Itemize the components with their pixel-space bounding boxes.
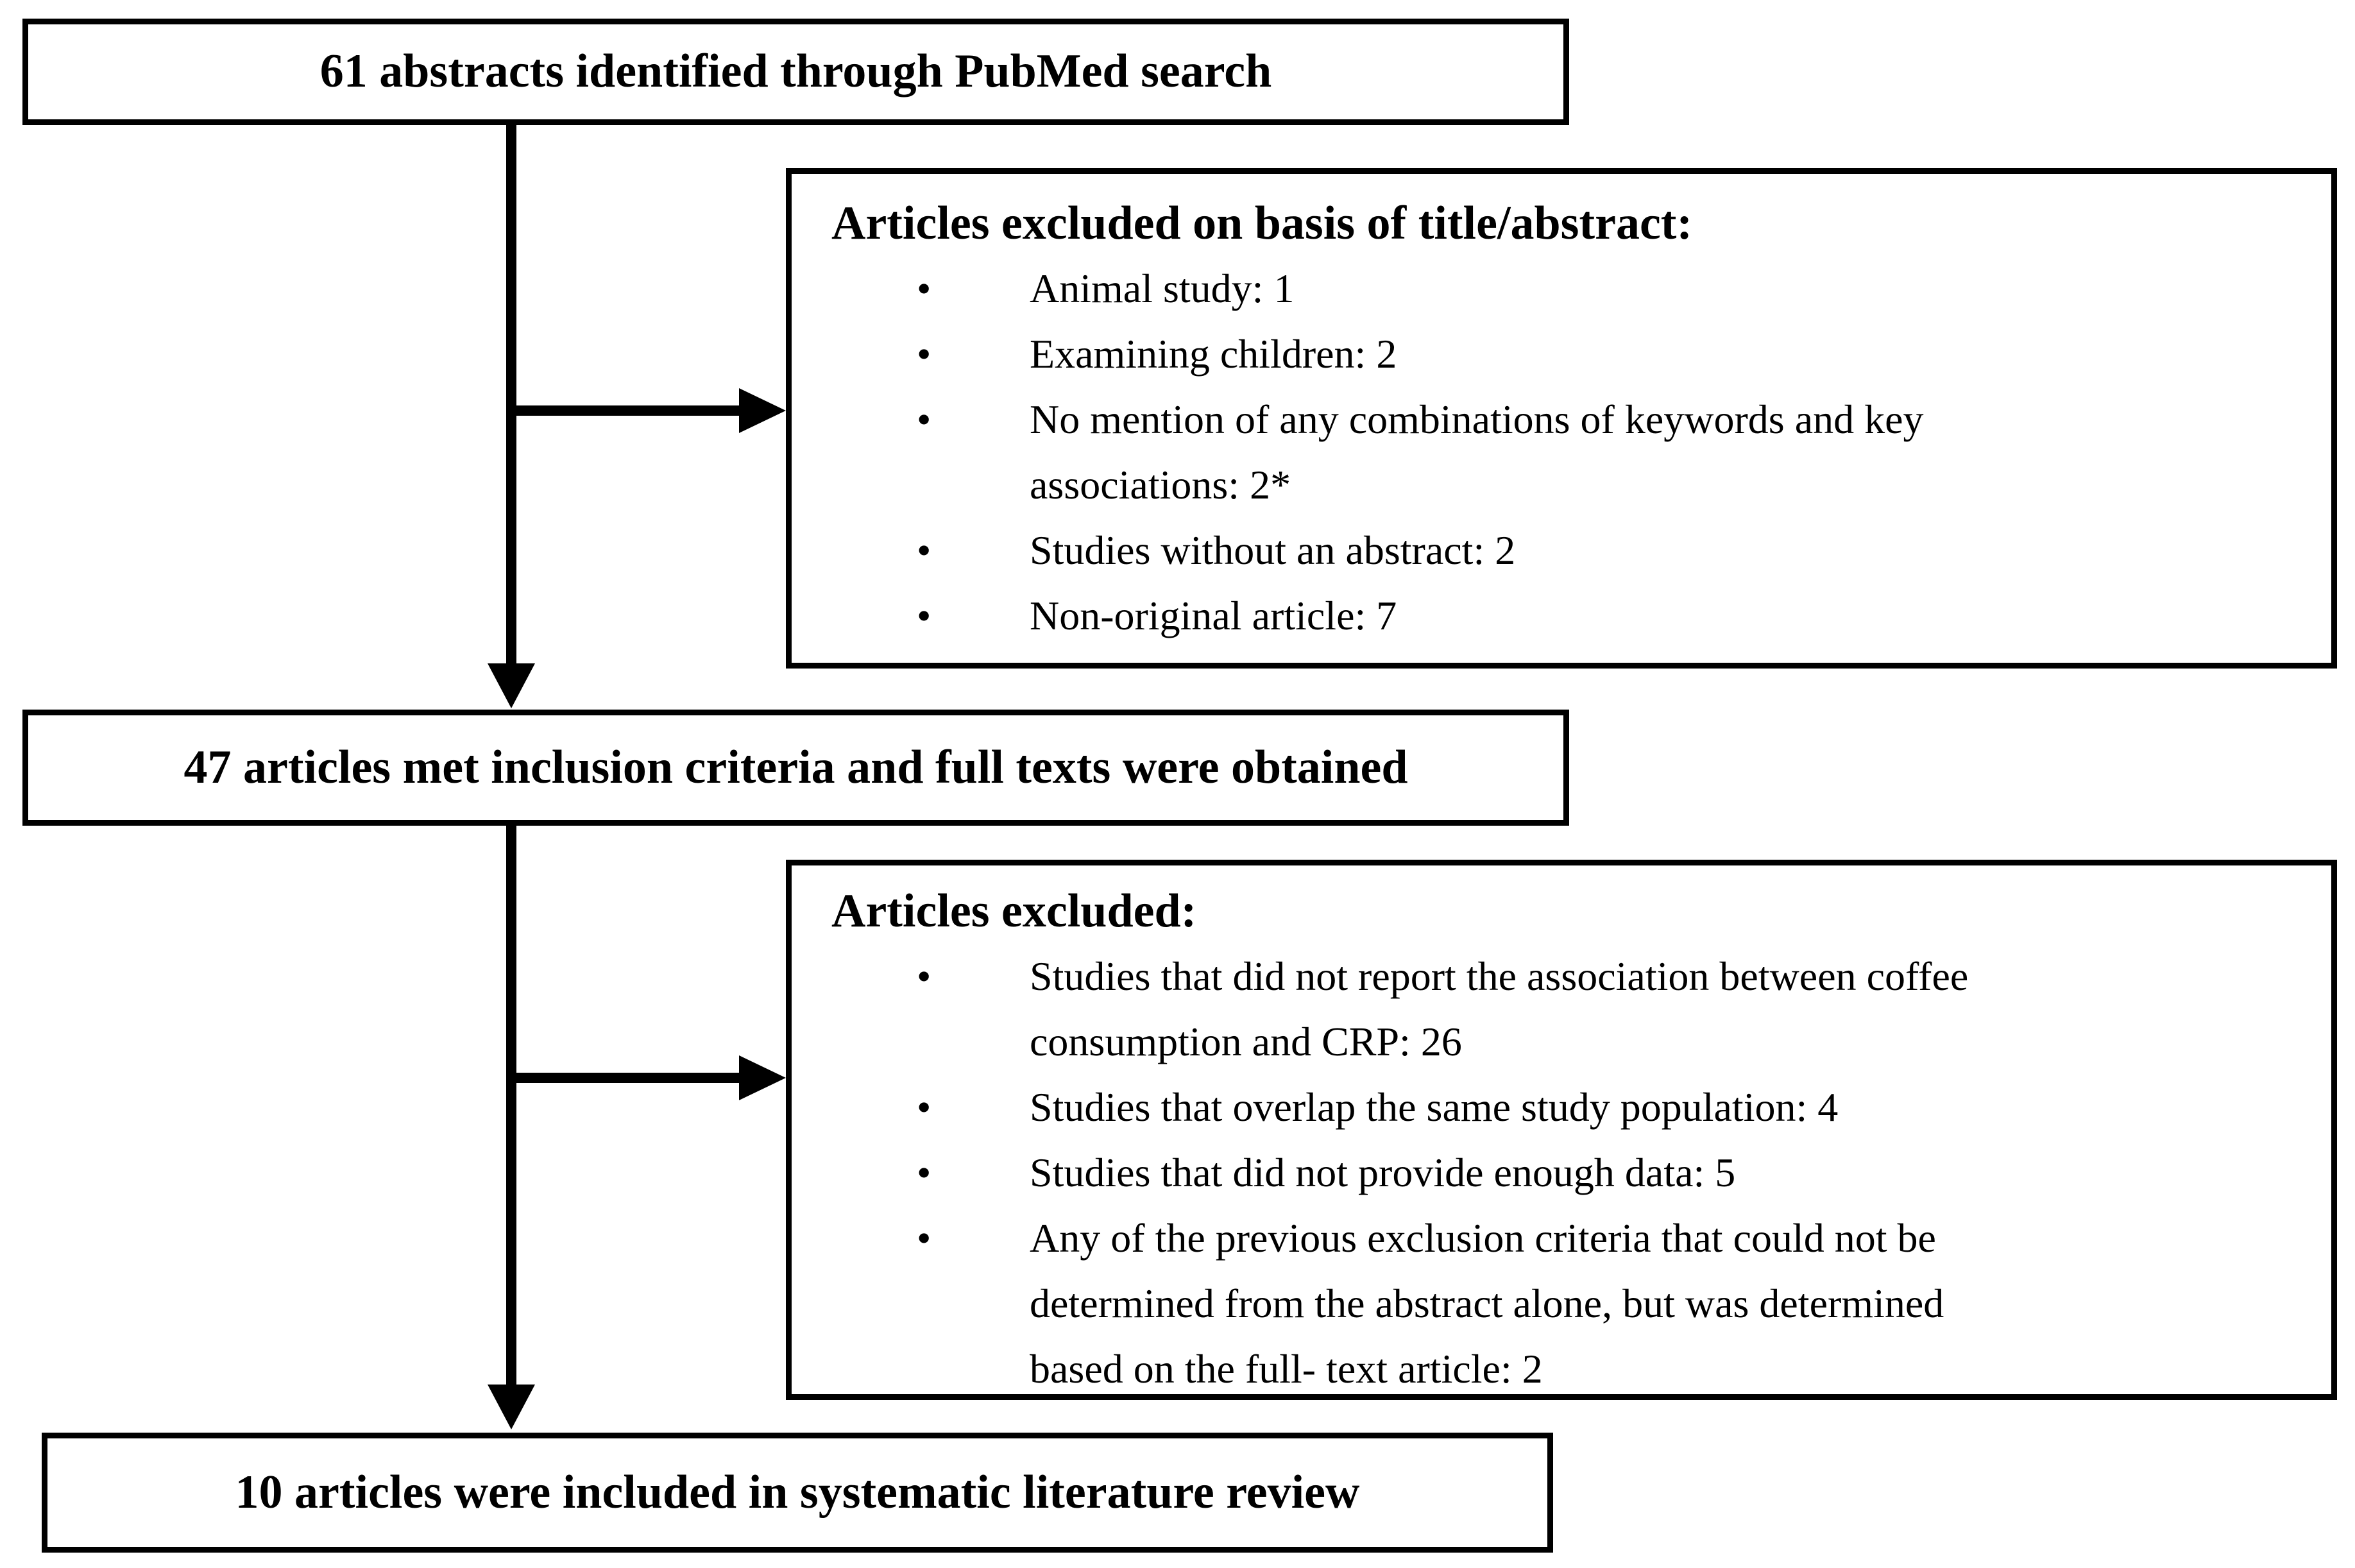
bullet-icon: •: [917, 1150, 931, 1195]
exclusion-list-item-text: Non-original article: 7: [1030, 593, 1397, 638]
exclusion-list-full-text: • Studies that did not report the associa…: [792, 944, 2331, 1402]
node-inclusion-criteria-label: 47 articles met inclusion criteria and f…: [183, 740, 1408, 794]
connector-top-to-middle-line: [506, 125, 516, 667]
bullet-icon: •: [917, 527, 931, 573]
connector-middle-to-bottom-line: [506, 825, 516, 1386]
exclusion-list-title-abstract: • Animal study: 1 • Examining children: 2 • N…: [792, 256, 2331, 649]
exclusion-list-item: • Studies that overlap the same study pop…: [792, 1075, 2331, 1140]
connector-to-exclusion-1-line: [511, 405, 742, 416]
bullet-icon: •: [917, 396, 931, 442]
exclusion-list-item: • Studies that did not report the associa…: [792, 944, 2331, 1075]
exclusion-box-full-text: Articles excluded: • Studies that did not…: [786, 860, 2337, 1400]
node-abstracts-identified: 61 abstracts identified through PubMed s…: [22, 19, 1569, 125]
bullet-icon: •: [917, 593, 931, 638]
arrow-right-icon: [739, 1055, 786, 1100]
bullet-icon: •: [917, 331, 931, 377]
exclusion-list-item: • Any of the previous exclusion criteria …: [792, 1206, 2331, 1402]
node-abstracts-identified-label: 61 abstracts identified through PubMed s…: [319, 45, 1272, 98]
exclusion-list-item: • Studies without an abstract: 2: [792, 518, 2331, 583]
exclusion-list-item-text: Any of the previous exclusion criteria t…: [1030, 1215, 1944, 1392]
arrow-down-icon: [488, 1385, 535, 1429]
exclusion-box-title-abstract: Articles excluded on basis of title/abst…: [786, 168, 2337, 669]
exclusion-list-item: • Examining children: 2: [792, 321, 2331, 387]
exclusion-list-item: • Non-original article: 7: [792, 583, 2331, 649]
exclusion-list-item-text: Studies that did not provide enough data…: [1030, 1150, 1736, 1195]
exclusion-list-item-text: Studies that did not report the associat…: [1030, 953, 1969, 1064]
bullet-icon: •: [917, 953, 931, 999]
exclusion-list-item: • Animal study: 1: [792, 256, 2331, 321]
arrow-down-icon: [488, 663, 535, 708]
bullet-icon: •: [917, 266, 931, 311]
node-inclusion-criteria: 47 articles met inclusion criteria and f…: [22, 710, 1569, 826]
exclusion-list-item-text: Studies that overlap the same study popu…: [1030, 1084, 1839, 1130]
exclusion-list-item-text: Animal study: 1: [1030, 266, 1295, 311]
exclusion-box-title-abstract-heading: Articles excluded on basis of title/abst…: [831, 197, 1693, 250]
connector-to-exclusion-2-line: [511, 1073, 742, 1083]
exclusion-list-item-text: No mention of any combinations of keywor…: [1030, 396, 1924, 507]
node-included-in-review: 10 articles were included in systematic …: [42, 1433, 1553, 1553]
node-included-in-review-label: 10 articles were included in systematic …: [235, 1465, 1360, 1519]
exclusion-list-item-text: Examining children: 2: [1030, 331, 1397, 377]
exclusion-list-item: • No mention of any combinations of keywo…: [792, 387, 2331, 518]
exclusion-list-item-text: Studies without an abstract: 2: [1030, 527, 1516, 573]
arrow-right-icon: [739, 388, 786, 433]
bullet-icon: •: [917, 1215, 931, 1261]
bullet-icon: •: [917, 1084, 931, 1130]
exclusion-box-full-text-heading: Articles excluded:: [831, 885, 1197, 937]
exclusion-list-item: • Studies that did not provide enough dat…: [792, 1140, 2331, 1206]
